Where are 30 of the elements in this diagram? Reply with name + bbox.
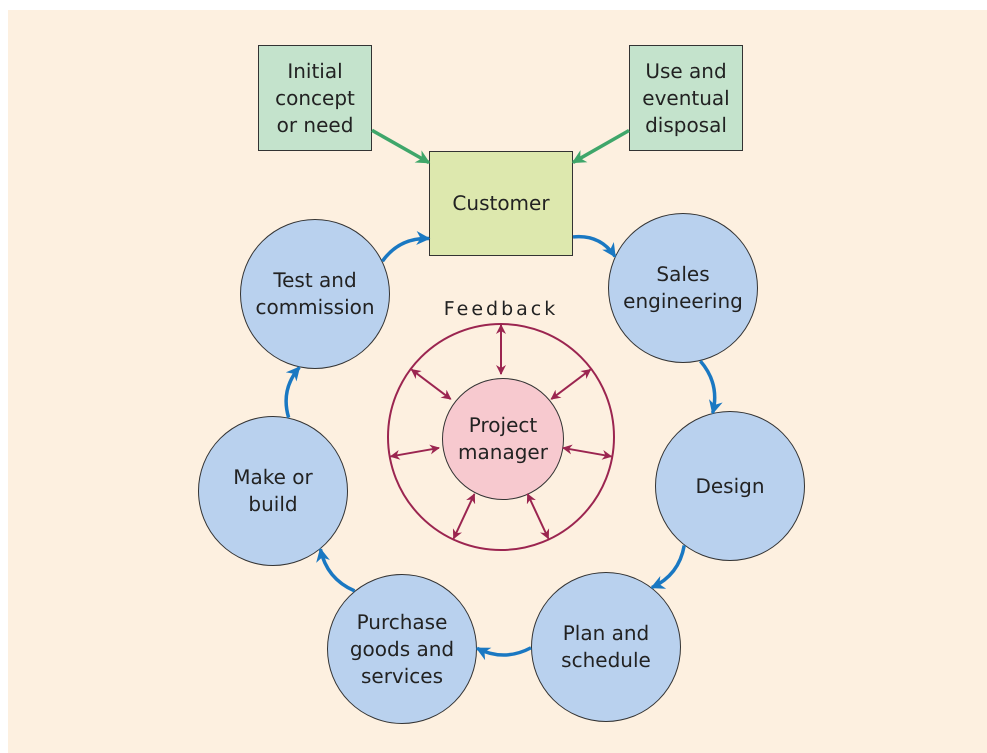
node-label: Design bbox=[695, 472, 765, 500]
ring-label: Feedback bbox=[444, 297, 558, 322]
process-box bbox=[258, 45, 372, 151]
arrow bbox=[650, 545, 686, 590]
arrow bbox=[526, 493, 550, 540]
arrow bbox=[381, 231, 430, 262]
process-box bbox=[429, 151, 573, 256]
arrow bbox=[390, 444, 440, 460]
arrow bbox=[572, 128, 630, 164]
node-label: Use and eventual disposal bbox=[641, 58, 731, 138]
arrow bbox=[316, 548, 356, 592]
arrow bbox=[572, 234, 616, 258]
node-label: Purchase goods and services bbox=[348, 608, 456, 690]
arrow bbox=[562, 444, 612, 460]
node-label: Sales engineering bbox=[622, 261, 744, 315]
node-label: Customer bbox=[452, 190, 550, 217]
node-label: Initial concept or need bbox=[274, 58, 356, 138]
node-label: Plan and schedule bbox=[560, 620, 652, 674]
arrow bbox=[410, 368, 452, 400]
arrow bbox=[452, 493, 476, 540]
process-box bbox=[629, 45, 743, 151]
arrow bbox=[550, 368, 592, 400]
arrow bbox=[476, 646, 532, 660]
node-label: Test and commission bbox=[254, 267, 376, 321]
node-label: Make or build bbox=[232, 464, 314, 518]
arrow bbox=[496, 324, 506, 375]
arrow bbox=[698, 360, 722, 414]
node-label: Project manager bbox=[457, 412, 549, 466]
arrow bbox=[284, 366, 301, 418]
arrow bbox=[371, 128, 430, 164]
